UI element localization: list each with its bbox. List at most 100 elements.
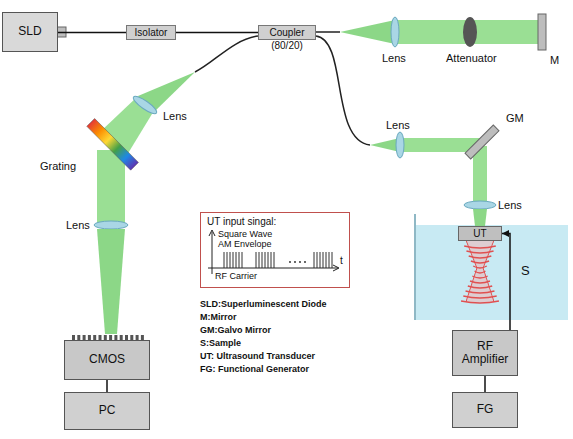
legend-text: GM:Galvo Mirror <box>200 326 271 336</box>
rf-carrier-line <box>259 252 260 268</box>
rf-carrier-line <box>227 252 228 268</box>
wave-front <box>461 301 499 303</box>
part-label: Lens <box>386 119 410 131</box>
node-label: PC <box>99 404 116 417</box>
lens <box>131 94 159 117</box>
node-label: Coupler <box>269 27 304 38</box>
rf-carrier-line <box>323 252 324 268</box>
legend-text: M:Mirror <box>200 313 237 323</box>
rf-carrier-line <box>320 252 321 268</box>
node-label: RF Amplifier <box>456 340 514 366</box>
detection-beam <box>97 229 125 334</box>
focus-beam <box>466 240 494 302</box>
camera-box: CMOS <box>64 340 150 380</box>
rf-carrier-line <box>326 252 327 268</box>
lens <box>464 201 496 209</box>
signal-label: t <box>340 255 343 266</box>
amplifier-box: RF Amplifier <box>452 330 518 376</box>
node-label: SLD <box>18 25 41 38</box>
rf-carrier-line <box>265 252 266 268</box>
node-label: Isolator <box>135 27 168 38</box>
transducer-box: UT <box>458 226 502 241</box>
source-box: SLD <box>2 12 58 52</box>
signal-label: Square Wave AM Envelope <box>218 230 284 250</box>
coupler-box: Coupler(80/20) <box>258 25 316 40</box>
wave-front <box>468 286 492 288</box>
part-label: GM <box>506 112 524 124</box>
grating <box>87 119 139 171</box>
detection-beam <box>97 150 125 225</box>
legend-text: S:Sample <box>200 339 241 349</box>
rf-carrier-line <box>233 252 234 268</box>
sample-fiber <box>316 36 370 145</box>
detection-fiber <box>195 36 258 72</box>
rf-carrier-line <box>274 252 275 268</box>
reference-fiber <box>316 31 340 33</box>
part-label: Lens <box>66 219 90 231</box>
node-label: FG <box>477 403 494 416</box>
rf-carrier-line <box>236 252 237 268</box>
connector-line <box>106 380 108 392</box>
wave-front <box>463 296 496 298</box>
connector-line <box>484 376 486 392</box>
part-label: Lens <box>382 52 406 64</box>
legend-text: UT: Ultrasound Transducer <box>200 352 315 362</box>
legend-text: SLD:Superluminescent Diode <box>200 300 327 310</box>
computer-box: PC <box>64 392 150 430</box>
wave-front <box>472 276 487 278</box>
rf-carrier-line <box>256 252 257 268</box>
rf-carrier-line <box>314 252 315 268</box>
water-tank <box>415 225 568 320</box>
rf-carrier-line <box>230 252 231 268</box>
wave-front <box>475 271 486 273</box>
tank-wall <box>414 214 416 320</box>
connector-line <box>176 32 258 34</box>
connector-line <box>58 32 126 34</box>
wave-front <box>466 291 495 293</box>
wave-front <box>466 251 493 253</box>
part-label: M <box>550 54 559 66</box>
wave-front <box>473 266 487 268</box>
node-label: UT <box>473 228 486 239</box>
rf-carrier-line <box>224 252 225 268</box>
rf-carrier-line <box>271 252 272 268</box>
rf-carrier-line <box>239 252 240 268</box>
rf-carrier-line <box>329 252 330 268</box>
part-label: Lens <box>498 199 522 211</box>
rf-carrier-line <box>268 252 269 268</box>
node-label: UT input singal: <box>207 216 276 227</box>
rf-carrier-line <box>242 252 243 268</box>
rf-carrier-line <box>317 252 318 268</box>
node-sublabel: (80/20) <box>259 40 315 51</box>
generator-box: FG <box>452 392 518 428</box>
part-label: Lens <box>163 110 187 122</box>
isolator-box: Isolator <box>126 25 176 40</box>
part-label: Grating <box>40 160 76 172</box>
wave-front <box>464 246 496 248</box>
wave-front <box>471 261 489 263</box>
ellipsis-dots <box>289 261 306 263</box>
wave-front <box>470 281 490 283</box>
galvo-mirror <box>465 125 499 159</box>
signal-label: RF Carrier <box>215 272 257 282</box>
rf-bursts <box>224 252 332 268</box>
rf-carrier-line <box>332 252 333 268</box>
lens <box>94 221 128 229</box>
legend-text: FG: Functional Generator <box>200 365 309 375</box>
mirror <box>538 14 546 50</box>
wave-front <box>469 256 492 258</box>
lens <box>391 17 399 47</box>
rf-carrier-line <box>262 252 263 268</box>
ultrasound-waves <box>461 246 499 303</box>
lens <box>396 132 404 158</box>
waveform-axes <box>208 230 339 274</box>
node-label: CMOS <box>89 353 125 366</box>
part-label: Attenuator <box>446 52 497 64</box>
attenuator <box>463 17 477 47</box>
reference-beam <box>340 20 395 44</box>
part-label: S <box>521 264 530 278</box>
focus-beam <box>466 240 494 302</box>
sample-beam <box>473 209 487 226</box>
arrow-head <box>502 230 509 237</box>
connector-line <box>502 234 510 331</box>
